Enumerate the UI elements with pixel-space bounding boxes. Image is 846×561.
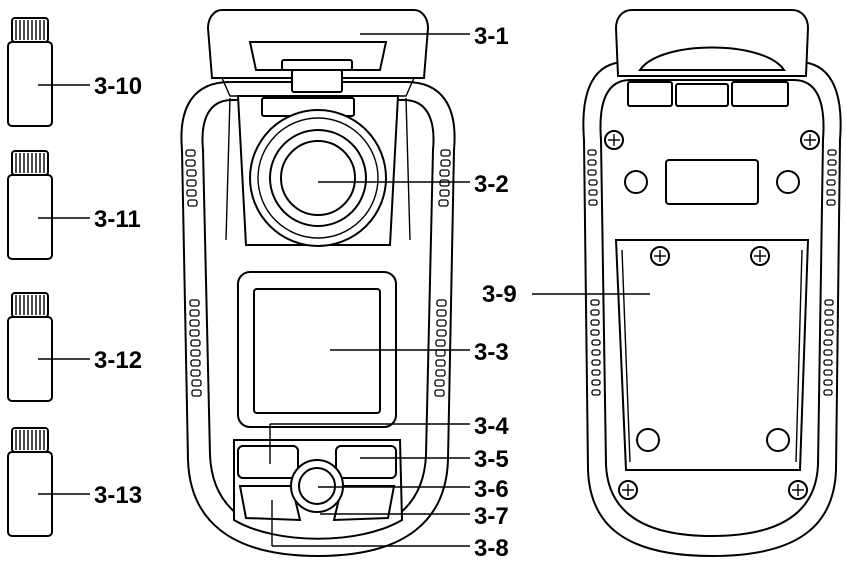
callout-3-4: 3-4 [474,413,509,440]
screw-icon [788,480,808,500]
callout-3-11: 3-11 [94,206,141,233]
callout-3-7: 3-7 [474,503,509,530]
grip-ridges-back [587,149,837,396]
meter-back-icon [582,9,842,558]
bottom-right-key [332,485,396,522]
vial-icon-3-12 [7,292,53,402]
callout-3-5: 3-5 [474,446,509,473]
screw-icon [650,246,670,266]
callout-3-6: 3-6 [474,476,509,503]
callout-3-9: 3-9 [482,281,517,308]
grip-ridges-right [434,149,451,397]
right-key [335,445,397,479]
callout-3-10: 3-10 [94,73,142,100]
callout-3-3: 3-3 [474,339,509,366]
screw-icon [800,130,820,150]
left-key [237,445,299,479]
screw-icon [618,480,638,500]
vial-icon-3-10 [7,17,53,127]
callout-3-8: 3-8 [474,535,509,561]
callout-3-12: 3-12 [94,347,142,374]
vial-icon-3-13 [7,427,53,537]
lcd-screen [253,288,381,414]
meter-front-icon [180,9,456,558]
bottom-left-key [238,485,302,522]
callout-3-2: 3-2 [474,171,509,198]
battery-cover [614,239,810,471]
leader-lines [38,33,650,547]
callout-3-1: 3-1 [474,23,509,50]
screw-icon [604,130,624,150]
screw-icon [750,246,770,266]
vial-icon-3-11 [7,150,53,260]
callout-3-13: 3-13 [94,482,142,509]
grip-ridges-left [185,149,202,397]
